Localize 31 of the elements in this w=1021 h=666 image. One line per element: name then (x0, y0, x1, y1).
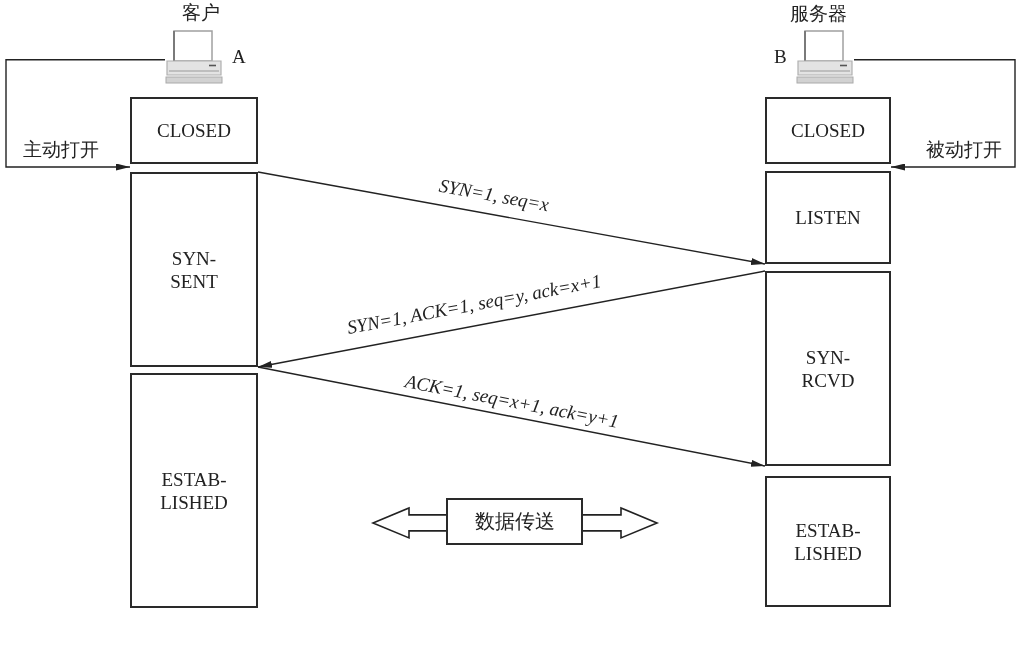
host-name: 服务器 (790, 3, 847, 24)
edge-label: 被动打开 (925, 138, 1003, 160)
computer-icon (796, 30, 854, 84)
block-arrow (370, 506, 447, 540)
state-label: SYN- RCVD (801, 345, 855, 392)
arrow (257, 366, 766, 467)
state-box (765, 271, 891, 466)
host-label: A (232, 46, 246, 67)
box-label: 数据传送 (474, 510, 555, 533)
state-box (765, 171, 891, 264)
state-box (765, 97, 891, 164)
state-label: ESTAB- LISHED (160, 467, 228, 514)
state-label: CLOSED (157, 119, 231, 142)
arrow (5, 59, 166, 171)
state-label: SYN- SENT (170, 246, 218, 293)
state-box (130, 97, 258, 164)
state-box (765, 476, 891, 607)
state-box (130, 373, 258, 608)
label-box (446, 498, 583, 545)
computer-icon (165, 30, 223, 84)
host-name: 客户 (182, 2, 220, 23)
edge-label: 主动打开 (22, 138, 100, 160)
arrow (853, 59, 1016, 171)
state-label: LISTEN (795, 206, 861, 229)
arrow (257, 270, 766, 368)
block-arrow (582, 506, 660, 540)
state-box (130, 172, 258, 367)
host-label: B (774, 46, 787, 67)
arrow (257, 171, 766, 265)
state-label: CLOSED (791, 119, 865, 142)
state-label: ESTAB- LISHED (794, 518, 862, 565)
